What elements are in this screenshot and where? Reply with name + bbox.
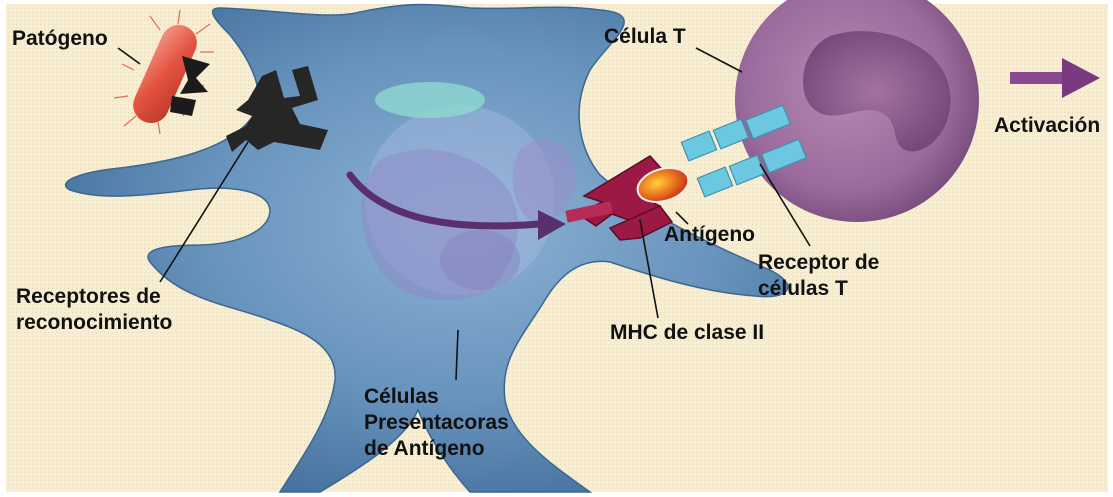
label-antigen-presenting-cells: Células Presentacoras de Antígeno xyxy=(364,384,509,462)
label-line: células T xyxy=(758,276,879,302)
label-line: Presentacoras xyxy=(364,410,509,436)
label-line: de Antígeno xyxy=(364,436,509,462)
label-line: Receptor de xyxy=(758,250,879,276)
label-line: Células xyxy=(364,384,509,410)
label-line: Receptores de xyxy=(16,284,172,310)
label-pathogen: Patógeno xyxy=(12,26,108,52)
label-mhc-class-ii: MHC de clase II xyxy=(610,320,764,346)
label-t-cell: Célula T xyxy=(604,24,686,50)
label-activation: Activación xyxy=(994,113,1100,139)
label-line: reconocimiento xyxy=(16,310,172,336)
label-t-cell-receptor: Receptor de células T xyxy=(758,250,879,302)
label-recognition-receptors: Receptores de reconocimiento xyxy=(16,284,172,336)
label-antigen: Antígeno xyxy=(664,222,755,248)
